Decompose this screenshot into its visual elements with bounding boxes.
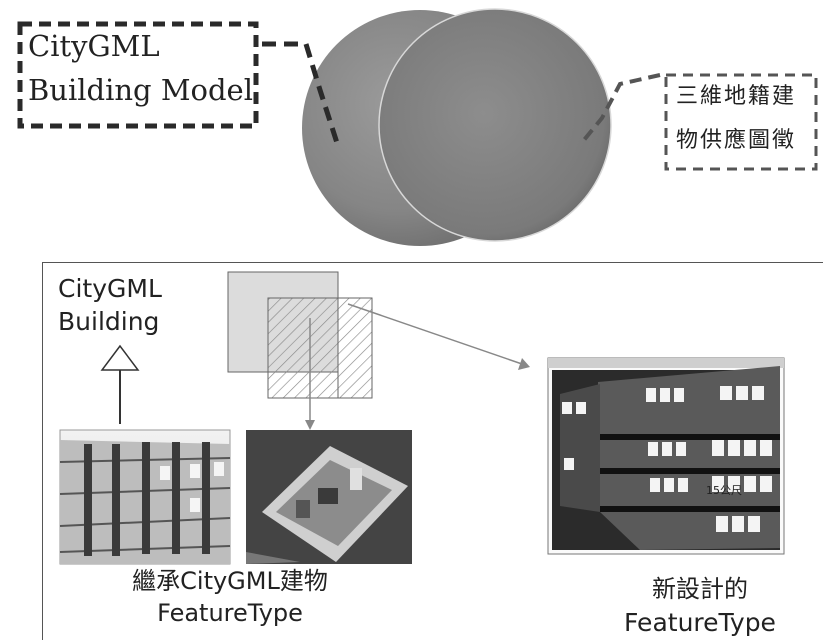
inherited-caption-line-1: 繼承CityGML建物 (132, 567, 328, 595)
arrow-to-new (347, 303, 523, 365)
left-label-box (17, 21, 259, 129)
right-label-line-2: 物供應圖徵 (676, 128, 797, 153)
circle-3d-cadastral (378, 8, 612, 242)
new-caption: 新設計的 FeatureType (570, 572, 823, 640)
base-class-title: CityGML Building (58, 272, 162, 338)
inherited-caption: 繼承CityGML建物 FeatureType (70, 565, 390, 629)
inheritance-arrow-head (100, 344, 140, 371)
base-title-line-2: Building (58, 307, 160, 336)
arrow-to-new-head (518, 358, 530, 370)
base-title-line-1: CityGML (58, 274, 162, 303)
right-venn-label: 三維地籍建 物供應圖徵 (666, 75, 816, 169)
new-caption-line-2: FeatureType (624, 608, 776, 637)
venn-diagram (17, 8, 818, 246)
inherited-room-render (246, 430, 412, 564)
panel-graphics: 15公尺 (59, 271, 785, 565)
inherited-caption-line-2: FeatureType (157, 599, 303, 627)
right-label-box (664, 73, 818, 171)
square-hatched-new (337, 297, 373, 399)
feature-panel (42, 262, 823, 640)
left-label-line-1: CityGML (28, 29, 160, 63)
new-caption-line-1: 新設計的 (652, 575, 748, 603)
left-label-line-2: Building Model (28, 73, 253, 107)
measure-label: 15公尺 (706, 484, 742, 497)
inherited-building-render (59, 429, 231, 565)
right-connector-line (582, 73, 661, 142)
square-hatched-inherited (267, 297, 339, 399)
new-feature-render: 15公尺 (547, 357, 785, 555)
arrow-to-inherited-head (305, 420, 315, 430)
left-connector-line (262, 41, 341, 147)
left-venn-label: CityGML Building Model (20, 24, 256, 126)
right-label-line-1: 三維地籍建 (676, 84, 797, 109)
